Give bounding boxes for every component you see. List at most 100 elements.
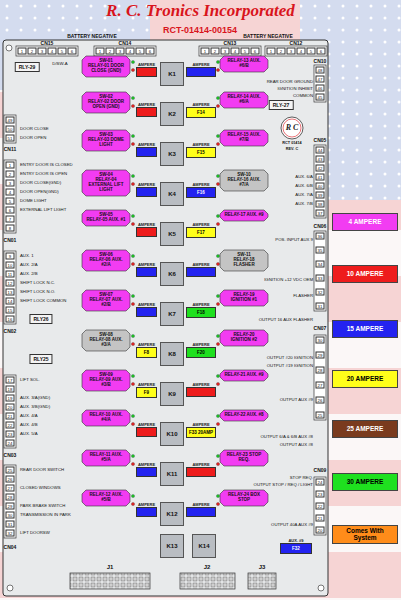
fuse-rating: AMPERE [136,462,157,467]
pin-label: OUTPUT 16 AUX FLASHER [259,318,313,322]
relay-label: SW-09RELAY-09 AUX. #3/B [82,370,130,391]
fuse-rating: AMPERE [136,382,157,387]
relay-label-outline [220,170,268,191]
fuse-rating: AMPERE [186,502,216,507]
pin-label: ENTRY DOOR IS CLOSED [20,163,73,167]
pin-number: 6 [68,48,77,55]
board-detail [216,134,219,137]
board-detail [70,573,150,589]
pin-number: 43 [316,156,325,163]
board-detail [216,254,219,257]
pin-number: 31 [6,521,15,528]
fuse-body [136,67,157,77]
pin-label: DOOR OPEN [20,136,46,140]
board-detail [131,222,134,225]
pin-number: 5 [307,48,316,55]
pin-label: TRANSMISSION IN PARK [20,513,71,517]
pin-number: 39 [316,192,325,199]
relay-block: K14 [192,534,216,558]
fuse: AMPERE [136,222,157,237]
legend-text: 4 AMPERE [349,218,382,225]
relay-block: K6 [160,262,184,286]
fuse: AMPERE [186,382,216,397]
relay-name: RLY26 [29,314,52,324]
relay-text: RELAY-01 DOOR CLOSE (GND) [86,64,126,74]
fuse-rating: AMPERE [136,142,157,147]
fuse-body [186,467,216,477]
pin-number: 35 [316,247,325,254]
relay-block: K10 [160,422,184,446]
fuse: AMPERE [186,462,216,477]
relay-text: RELAY-10 AUX. #4/A [86,413,126,423]
board-detail [131,294,134,297]
board-detail [131,422,134,425]
relay-text: RELAY-03 DOME LIGHT [86,138,126,148]
relay-name: RLY25 [29,354,52,364]
pin-number: 5 [241,48,250,55]
pin-label: OUTPUT AUX #9 [280,398,313,402]
connector-housings [4,46,327,538]
relay-label-outline [82,250,130,271]
pin-number: 26 [316,397,325,404]
board-detail [216,502,219,505]
board-detail [216,334,219,337]
pin-label: REAR DOOR GROUND [267,80,313,84]
pin-number: 48 [316,67,325,74]
pin-number: 2 [28,48,37,55]
board-detail [216,214,219,217]
relay-label: SW-01RELAY-01 DOOR CLOSE (GND) [82,56,130,77]
relay-number: K8 [168,351,176,357]
connector-name: CN07 [314,326,327,331]
board-detail [216,174,219,177]
fuse-rating: AMPERE [186,62,216,67]
legend-text: 10 AMPERE [347,270,384,277]
board-detail [216,494,219,497]
fuse-number: F17 [187,228,215,237]
pin-label: OUTPUT AUX #8 [280,443,313,447]
fuse-number: F8 [137,348,156,357]
pin-number: 21 [316,515,325,522]
board-detail [131,134,134,137]
relay-text: RELAY-20 IGNITION #2 [224,333,264,343]
relay-label-outline [220,370,268,381]
relay-label-outline [82,410,130,426]
board-detail [216,414,219,417]
fuse-number: F14 [187,108,215,117]
pin-number: 5 [58,48,67,55]
relay-number: K13 [166,543,177,549]
relay-text: RELAY-17 AUX. #9 [224,213,264,218]
pin-number: 10 [6,262,15,269]
board-detail [131,374,134,377]
board-detail [216,374,219,377]
fuse: AMPERE [186,262,216,277]
bus-label: BATTERY NEGATIVE [67,34,117,39]
pin-number: 25 [6,467,15,474]
relay-label-outline [220,210,268,221]
relay-label-outline [82,450,130,466]
relay-block: K13 [160,534,184,558]
pin-number: 22 [6,422,15,429]
pin-number: 5 [6,198,15,205]
board-detail [216,294,219,297]
fuse-body: F15 [186,147,216,158]
logo-text: RCT 01414 [282,142,301,146]
pin-number: 13 [6,289,15,296]
fuse-rating: AMPERE [136,102,157,107]
pin-label: DOOR CLOSE(GND) [20,181,61,185]
relay-block: K1 [160,62,184,86]
pin-label: OUTPUT #20 IGNITION [267,356,313,360]
fuse-body [136,307,157,317]
relay-text: RELAY-16 AUX. #7/A [224,178,264,188]
flag-stars [300,0,401,200]
relay-label: RELAY-11 AUX. #5/A [82,450,130,466]
pin-number: 29 [316,352,325,359]
pin-number: 38 [316,201,325,208]
mounting-holes [6,45,324,591]
connector-name: CN10 [314,59,327,64]
relay-number: K7 [168,311,176,317]
fuse-rating: AMPERE [186,422,216,427]
pin-label: FLASHER [293,294,313,298]
board-detail [94,46,156,56]
pin-number: 49 [6,117,15,124]
